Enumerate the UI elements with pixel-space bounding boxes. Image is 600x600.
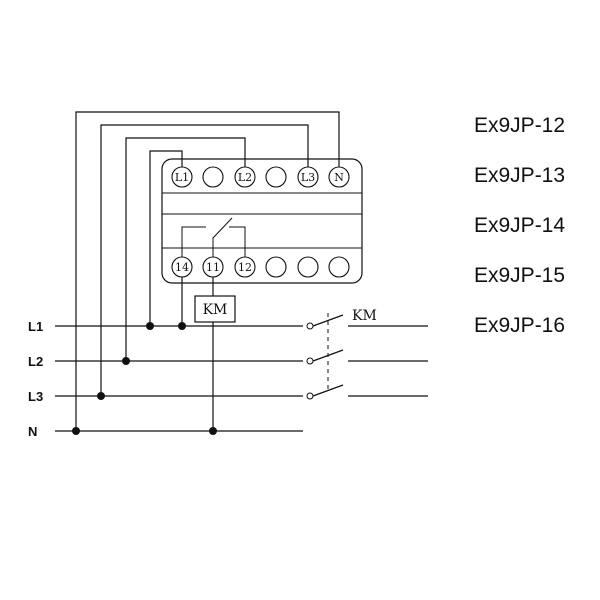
junction-dot bbox=[72, 427, 80, 435]
terminal-bottom-label-1: 14 bbox=[175, 261, 189, 274]
terminal-bottom-label-2: 11 bbox=[206, 261, 220, 274]
relay-contact-symbol bbox=[181, 217, 246, 257]
model-name: Ex9JP-16 bbox=[474, 314, 566, 337]
wire-n-to-terminal-n bbox=[75, 111, 340, 431]
line-label-l3: L3 bbox=[28, 389, 43, 404]
model-name: Ex9JP-12 bbox=[474, 114, 566, 137]
terminal-top-label-1: L1 bbox=[175, 171, 189, 184]
terminal-top-4 bbox=[265, 166, 287, 188]
terminal-top-label-5: L3 bbox=[301, 171, 315, 184]
relay-body bbox=[161, 158, 363, 284]
wire-l2-to-terminal-l2 bbox=[125, 137, 246, 361]
model-list: Ex9JP-12 Ex9JP-13 Ex9JP-14 Ex9JP-15 Ex9J… bbox=[474, 112, 565, 362]
km-coil-label: KM bbox=[203, 302, 228, 318]
junction-dot bbox=[146, 322, 154, 330]
terminal-bottom-label-3: 12 bbox=[238, 261, 252, 274]
top-terminal-row: L1 L2 L3 N bbox=[171, 166, 350, 188]
km-contactor-label: KM bbox=[352, 308, 377, 324]
junction-dot bbox=[122, 357, 130, 365]
model-name: Ex9JP-15 bbox=[474, 264, 566, 287]
wire-l1-to-terminal-l1 bbox=[149, 150, 183, 326]
km-coil bbox=[194, 295, 236, 323]
junction-dot bbox=[97, 392, 105, 400]
line-label-l1: L1 bbox=[28, 319, 43, 334]
terminal-top-2 bbox=[202, 166, 224, 188]
bottom-terminal-row: 14 11 12 bbox=[171, 256, 350, 278]
line-label-l2: L2 bbox=[28, 354, 43, 369]
terminal-bottom-4 bbox=[265, 256, 287, 278]
model-name: Ex9JP-13 bbox=[474, 164, 566, 187]
model-name: Ex9JP-14 bbox=[474, 214, 566, 237]
terminal-bottom-6 bbox=[328, 256, 350, 278]
terminal-top-label-3: L2 bbox=[238, 171, 252, 184]
wire-l3-to-terminal-l3 bbox=[100, 124, 309, 396]
line-label-n: N bbox=[28, 424, 37, 439]
terminal-top-label-6: N bbox=[334, 171, 344, 184]
terminal-bottom-5 bbox=[297, 256, 319, 278]
km-contactor: KM bbox=[306, 308, 428, 400]
